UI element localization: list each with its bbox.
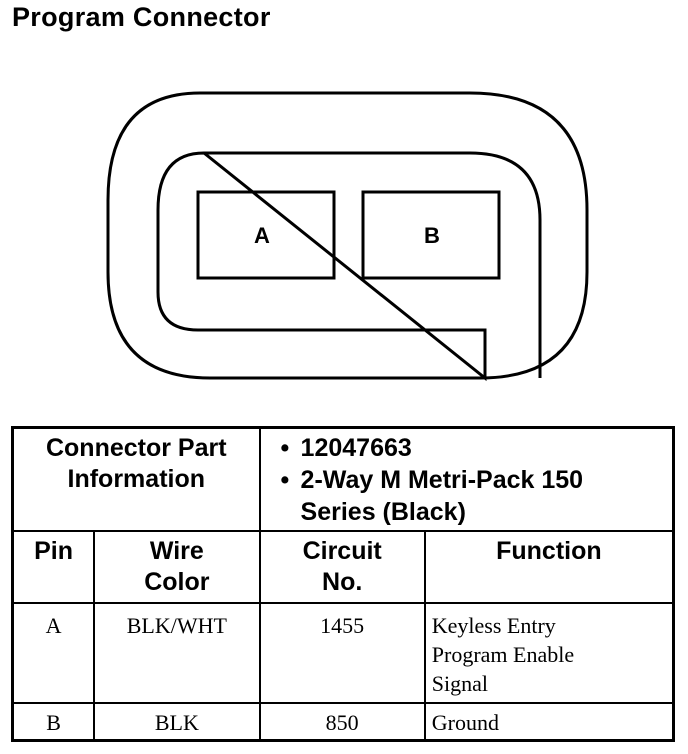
connector-info-table: Connector Part Information 12047663 2-Wa… (11, 426, 675, 742)
pin-a-box (196, 190, 336, 280)
connector-housing (106, 91, 589, 380)
part-info-values: 12047663 2-Way M Metri-Pack 150 Series (… (258, 426, 675, 532)
header-pin: Pin (11, 530, 96, 604)
part-number: 12047663 (281, 432, 668, 464)
table-row: B BLK 850 Ground (11, 702, 675, 742)
part-info-row: Connector Part Information 12047663 2-Wa… (11, 426, 675, 532)
function-cell: Ground (423, 702, 675, 742)
pin-cell: B (11, 702, 96, 742)
wire-color-cell: BLK/WHT (93, 602, 261, 704)
part-info-label: Connector Part Information (11, 426, 261, 532)
column-header-row: Pin Wire Color Circuit No. Function (11, 530, 675, 604)
pin-b-label: B (424, 223, 440, 248)
header-wire-color: Wire Color (93, 530, 261, 604)
circuit-cell: 1455 (258, 602, 426, 704)
part-type-cont: Series (Black) (300, 498, 466, 526)
function-cell: Keyless Entry Program Enable Signal (423, 602, 675, 704)
pin-b-box (361, 190, 501, 280)
page-title: Program Connector (12, 2, 271, 32)
part-type: 2-Way M Metri-Pack 150 (281, 464, 668, 496)
wire-color-cell: BLK (93, 702, 261, 742)
header-function: Function (423, 530, 675, 604)
table-row: A BLK/WHT 1455 Keyless Entry Program Ena… (11, 602, 675, 704)
connector-cavity (156, 151, 542, 382)
circuit-cell: 850 (258, 702, 426, 742)
header-circuit: Circuit No. (258, 530, 426, 604)
pin-a-label: A (254, 223, 270, 248)
connector-diagram: A B (106, 91, 589, 382)
pin-cell: A (11, 602, 96, 704)
